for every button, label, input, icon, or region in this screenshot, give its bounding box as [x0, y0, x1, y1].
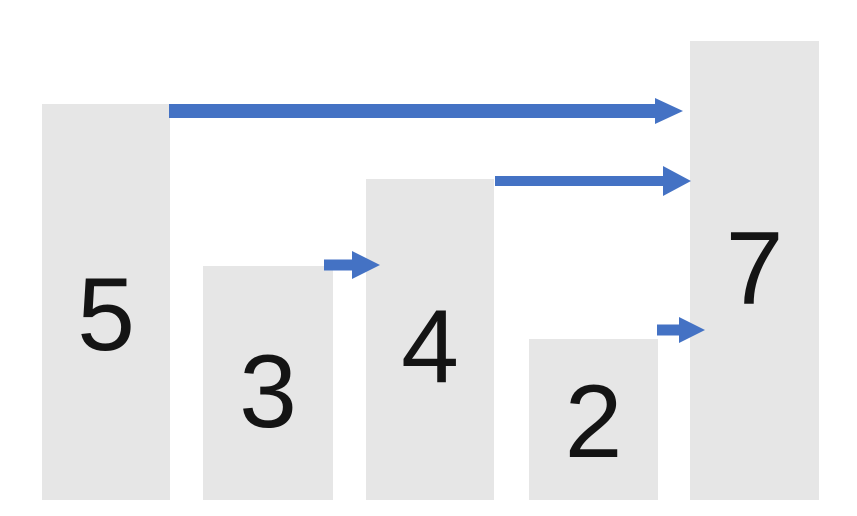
bar-2: [203, 266, 333, 500]
bar-value-label-4: 2: [564, 364, 623, 480]
arrow-icon-bar4-to-bar5: [657, 317, 705, 343]
bar-5: [690, 41, 819, 500]
bar-value-label-1: 5: [77, 257, 135, 373]
arrow-icon-bar1-to-bar5: [169, 98, 683, 124]
bar-1: [42, 104, 170, 500]
arrow-icon-bar3-to-bar5: [495, 166, 691, 196]
bar-4: [529, 339, 658, 500]
bar-3: [366, 179, 494, 500]
arrow-icon-bar2-to-bar3: [324, 251, 380, 279]
bar-value-label-3: 4: [401, 289, 459, 405]
bar-value-label-2: 3: [239, 334, 297, 450]
bar-value-label-5: 7: [725, 211, 784, 327]
